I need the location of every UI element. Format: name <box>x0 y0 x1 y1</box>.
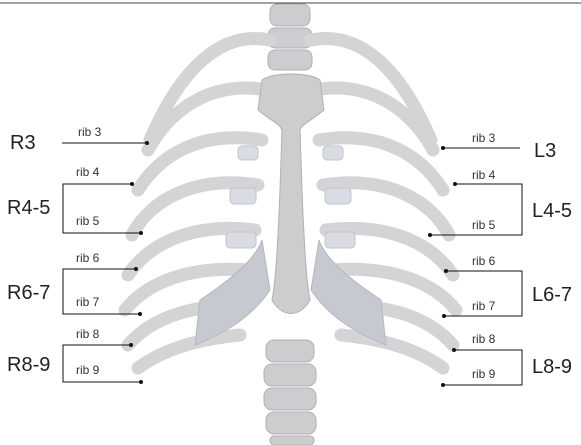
group-label-r8-9: R8-9 <box>7 355 50 375</box>
rib-label-right-9: rib 9 <box>76 364 99 376</box>
rib-label-left-6: rib 6 <box>472 255 495 267</box>
rib-label-left-8: rib 8 <box>472 333 495 345</box>
rib-label-left-4: rib 4 <box>472 169 495 181</box>
rib-label-right-8: rib 8 <box>76 328 99 340</box>
rib-label-right-6: rib 6 <box>76 252 99 264</box>
rib-label-right-5: rib 5 <box>76 215 99 227</box>
group-label-r6-7: R6-7 <box>7 283 50 303</box>
group-label-l3: L3 <box>534 141 556 161</box>
rib-label-left-9: rib 9 <box>472 368 495 380</box>
rib-label-left-7: rib 7 <box>472 300 495 312</box>
group-label-r4-5: R4-5 <box>7 198 50 218</box>
rib-label-left-3: rib 3 <box>472 132 495 144</box>
rib-label-left-5: rib 5 <box>472 219 495 231</box>
group-label-l8-9: L8-9 <box>532 357 572 377</box>
rib-label-right-3: rib 3 <box>78 126 101 138</box>
group-label-r3: R3 <box>10 133 36 153</box>
rib-label-right-4: rib 4 <box>76 166 99 178</box>
rib-label-right-7: rib 7 <box>76 296 99 308</box>
group-label-l4-5: L4-5 <box>532 201 572 221</box>
rib-cage-bones <box>125 4 456 445</box>
group-label-l6-7: L6-7 <box>532 285 572 305</box>
